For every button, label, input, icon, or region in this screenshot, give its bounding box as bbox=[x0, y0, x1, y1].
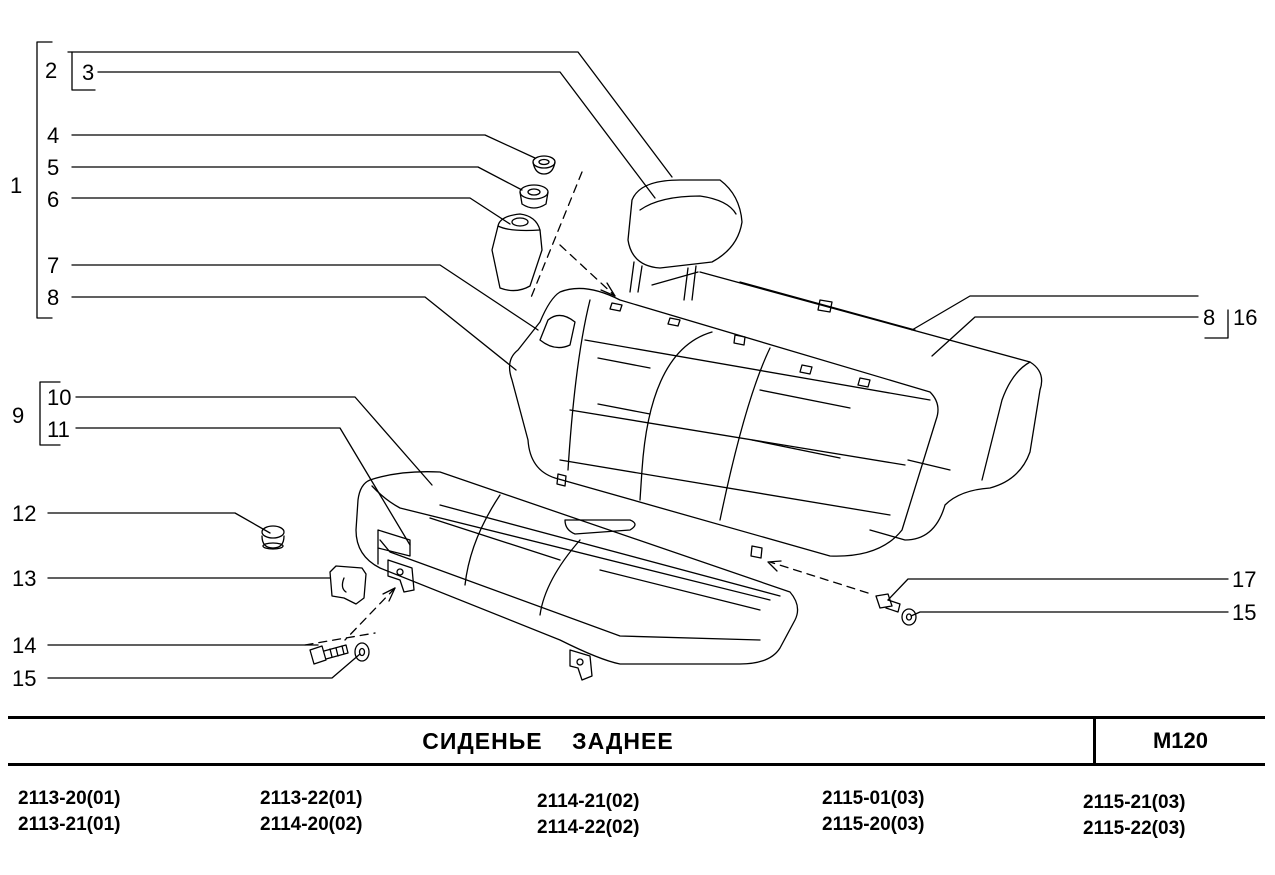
arrow-head bbox=[382, 587, 396, 602]
model-code: 2114-21(02) bbox=[537, 791, 640, 812]
seatback-rear-cover bbox=[651, 271, 1043, 541]
callout-15-right: 15 bbox=[1232, 600, 1256, 625]
model-column: 2113-20(01) 2113-21(01) bbox=[18, 786, 120, 838]
model-column: 2114-21(02) 2114-22(02) bbox=[537, 789, 639, 841]
callout-5: 5 bbox=[47, 155, 59, 180]
model-code: 2113-21(01) bbox=[18, 814, 121, 835]
callout-16: 16 bbox=[1233, 305, 1257, 330]
callout-12: 12 bbox=[12, 501, 36, 526]
part-17-bolt bbox=[875, 593, 901, 613]
callout-8-right: 8 bbox=[1203, 305, 1215, 330]
arrow-head bbox=[767, 560, 782, 572]
callout-3: 3 bbox=[82, 60, 94, 85]
seat-bottom-bracket bbox=[569, 649, 593, 681]
callout-1: 1 bbox=[10, 173, 22, 198]
callout-2: 2 bbox=[45, 58, 57, 83]
part-6-guide bbox=[491, 213, 543, 292]
callout-8: 8 bbox=[47, 285, 59, 310]
seatback-cushion bbox=[508, 287, 939, 559]
bracket-2 bbox=[71, 51, 96, 91]
callout-labels: 1 2 3 4 5 6 7 8 9 10 11 12 13 14 15 8 16… bbox=[10, 58, 1257, 691]
model-code: 2114-22(02) bbox=[537, 817, 640, 838]
model-code: 2114-20(02) bbox=[260, 814, 363, 835]
model-column: 2113-22(01) 2114-20(02) bbox=[260, 786, 362, 838]
part-15-washer-left bbox=[354, 642, 370, 662]
bracket-9 bbox=[39, 381, 61, 446]
callout-17: 17 bbox=[1232, 567, 1256, 592]
headrest bbox=[627, 179, 743, 301]
part-13-hook bbox=[329, 565, 367, 605]
part-5-bushing bbox=[519, 184, 549, 209]
callout-15-left: 15 bbox=[12, 666, 36, 691]
model-code: 2115-22(03) bbox=[1083, 818, 1186, 839]
drawing-title: СИДЕНЬЕ ЗАДНЕЕ bbox=[422, 727, 674, 754]
callout-4: 4 bbox=[47, 123, 59, 148]
callout-11: 11 bbox=[47, 417, 70, 442]
callout-6: 6 bbox=[47, 187, 59, 212]
model-column: 2115-21(03) 2115-22(03) bbox=[1083, 790, 1185, 842]
seat-cushion bbox=[355, 471, 799, 665]
model-code: 2115-21(03) bbox=[1083, 792, 1186, 813]
bracket-16 bbox=[1204, 309, 1229, 339]
model-list: 2113-20(01) 2113-21(01) 2113-22(01) 2114… bbox=[0, 786, 1275, 846]
callout-7: 7 bbox=[47, 253, 59, 278]
title-divider bbox=[1093, 719, 1096, 763]
parts-diagram: 1 2 3 4 5 6 7 8 9 10 11 12 13 14 15 8 16… bbox=[10, 41, 1257, 691]
model-code: 2115-20(03) bbox=[822, 814, 925, 835]
bracket-1 bbox=[36, 41, 53, 319]
leader-lines bbox=[47, 51, 1229, 679]
callout-9: 9 bbox=[12, 403, 24, 428]
part-12-plug bbox=[261, 525, 285, 550]
drawing-code: М120 bbox=[1152, 728, 1209, 753]
seat-hinge-bracket bbox=[387, 559, 415, 593]
part-14-bolt bbox=[309, 644, 349, 665]
callout-13: 13 bbox=[12, 566, 36, 591]
model-code: 2113-20(01) bbox=[18, 788, 121, 809]
title-block: СИДЕНЬЕ ЗАДНЕЕ М120 bbox=[8, 716, 1265, 766]
part-15-washer-right bbox=[901, 608, 917, 626]
callout-10: 10 bbox=[47, 385, 71, 410]
model-code: 2115-01(03) bbox=[822, 788, 925, 809]
model-code: 2113-22(01) bbox=[260, 788, 363, 809]
arrow-head bbox=[600, 282, 616, 297]
model-column: 2115-01(03) 2115-20(03) bbox=[822, 786, 924, 838]
callout-14: 14 bbox=[12, 633, 36, 658]
part-4-grommet bbox=[532, 155, 556, 175]
assembly-dashes bbox=[304, 171, 869, 646]
